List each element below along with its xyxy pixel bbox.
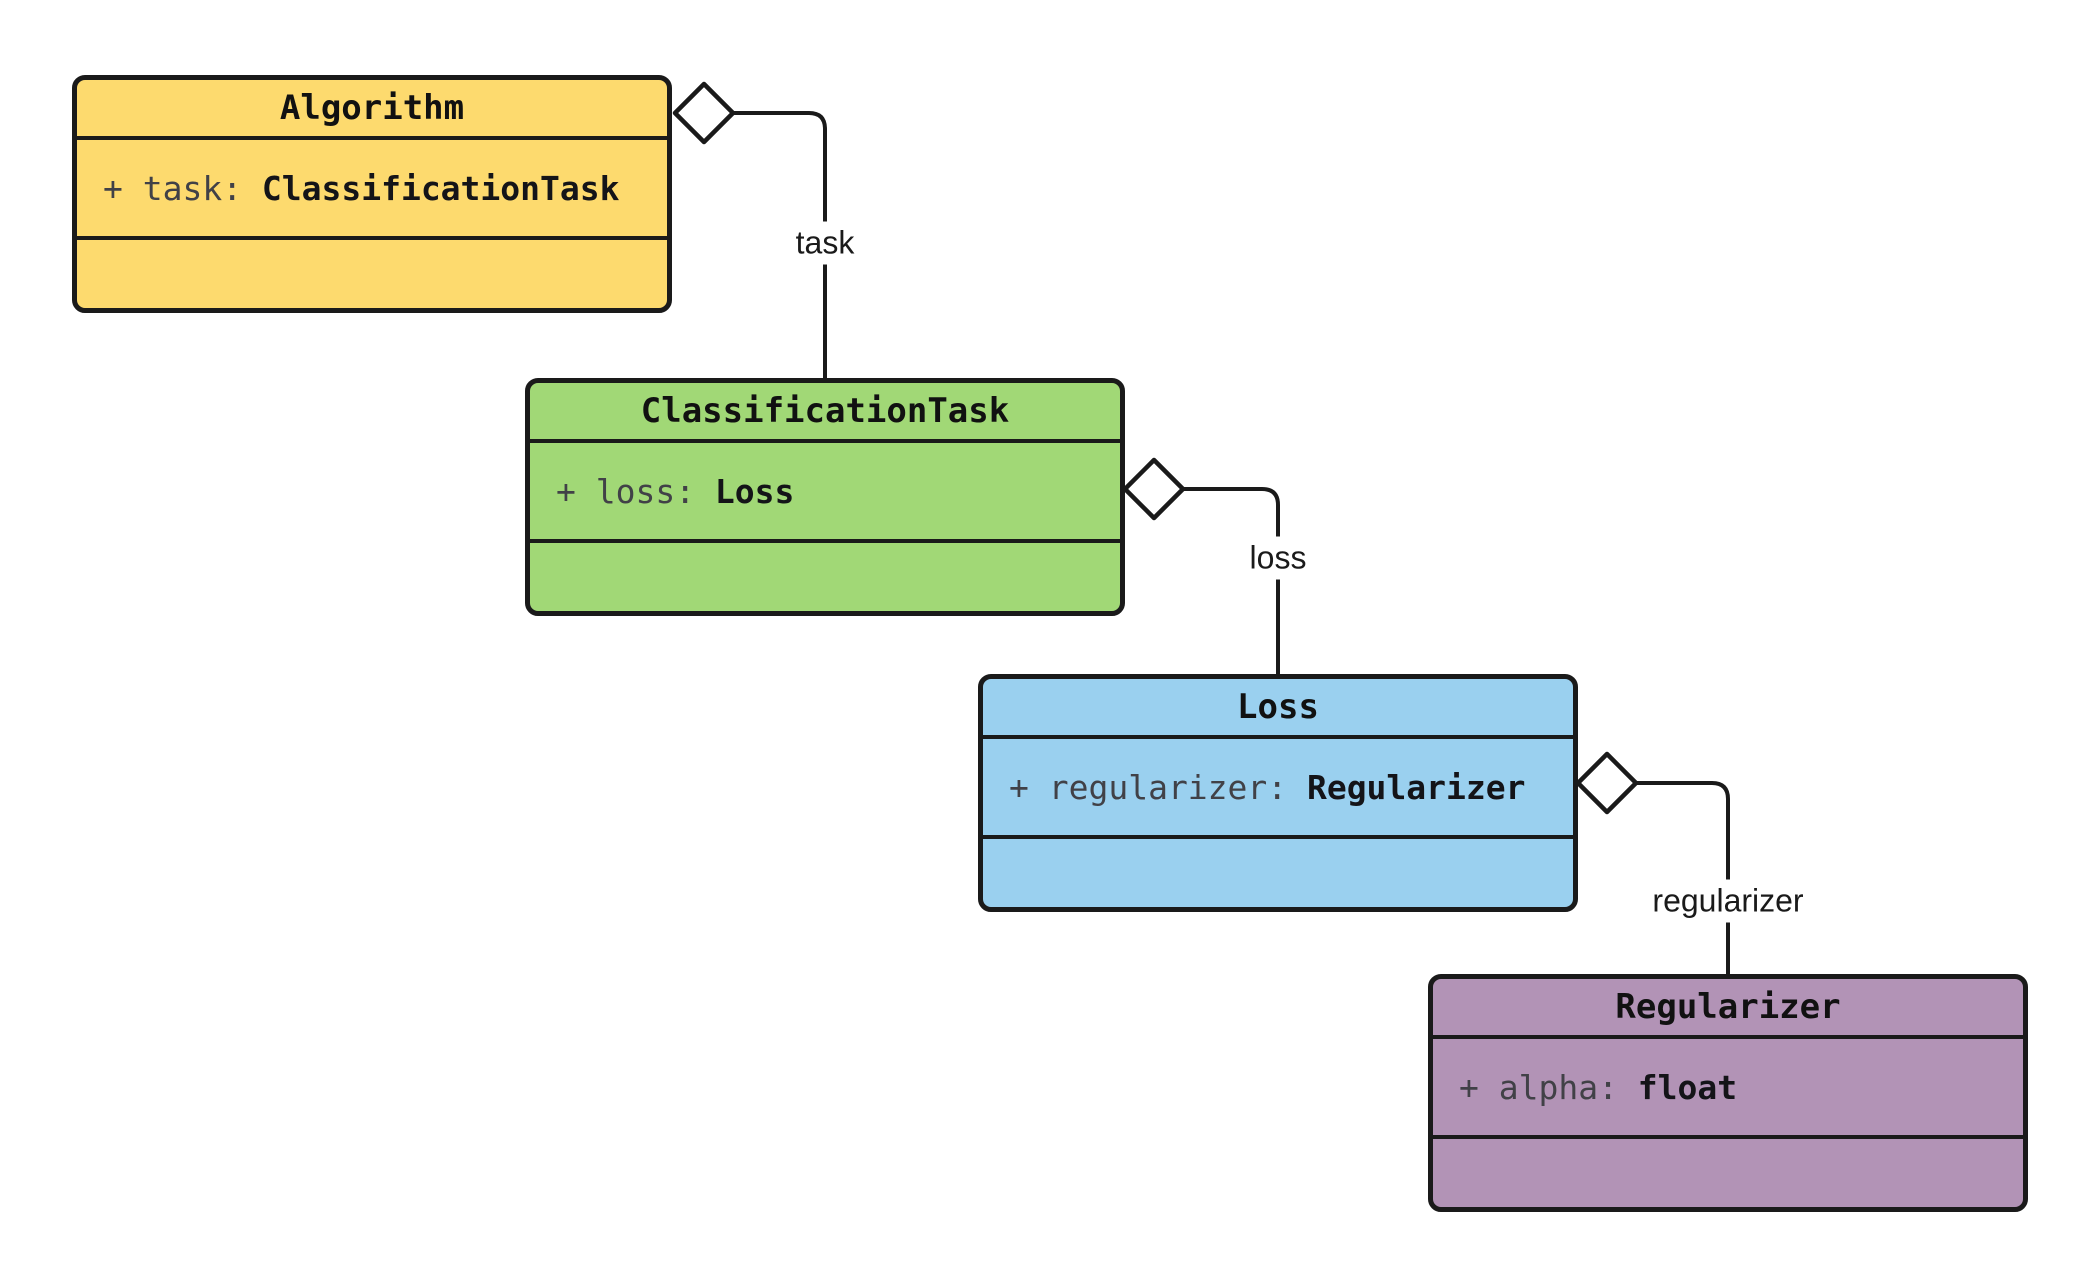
class-attributes: + alpha: float <box>1433 1039 2023 1139</box>
attribute-type: float <box>1637 1067 1738 1107</box>
class-title: ClassificationTask <box>530 383 1120 443</box>
connector-line-regularizer <box>1636 781 1730 974</box>
connector-label-regularizer: regularizer <box>1643 879 1813 923</box>
class-box-classificationtask[interactable]: ClassificationTask + loss: Loss <box>525 378 1125 616</box>
class-box-algorithm[interactable]: Algorithm + task: ClassificationTask <box>72 75 672 313</box>
aggregation-diamond-icon <box>1575 751 1639 815</box>
attribute-text: + regularizer: <box>1009 767 1288 807</box>
aggregation-diamond-icon <box>1122 457 1186 521</box>
class-title: Regularizer <box>1433 979 2023 1039</box>
class-box-regularizer[interactable]: Regularizer + alpha: float <box>1428 974 2028 1212</box>
class-attributes: + regularizer: Regularizer <box>983 739 1573 839</box>
attribute-type: ClassificationTask <box>261 168 620 208</box>
attribute-text: + task: <box>103 168 243 208</box>
class-empty-compartment <box>983 839 1573 907</box>
aggregation-diamond-icon <box>672 81 736 145</box>
class-empty-compartment <box>1433 1139 2023 1207</box>
attribute-text: + loss: <box>556 471 696 511</box>
class-empty-compartment <box>77 240 667 308</box>
class-title: Algorithm <box>77 80 667 140</box>
class-attributes: + loss: Loss <box>530 443 1120 543</box>
attribute-text: + alpha: <box>1459 1067 1618 1107</box>
attribute-type: Regularizer <box>1306 767 1526 807</box>
attribute-type: Loss <box>714 471 795 511</box>
class-attributes: + task: ClassificationTask <box>77 140 667 240</box>
class-title: Loss <box>983 679 1573 739</box>
connector-line-task <box>733 111 827 378</box>
connector-label-task: task <box>786 221 864 265</box>
class-empty-compartment <box>530 543 1120 611</box>
connector-label-loss: loss <box>1240 536 1316 580</box>
connector-line-loss <box>1183 487 1280 674</box>
class-box-loss[interactable]: Loss + regularizer: Regularizer <box>978 674 1578 912</box>
